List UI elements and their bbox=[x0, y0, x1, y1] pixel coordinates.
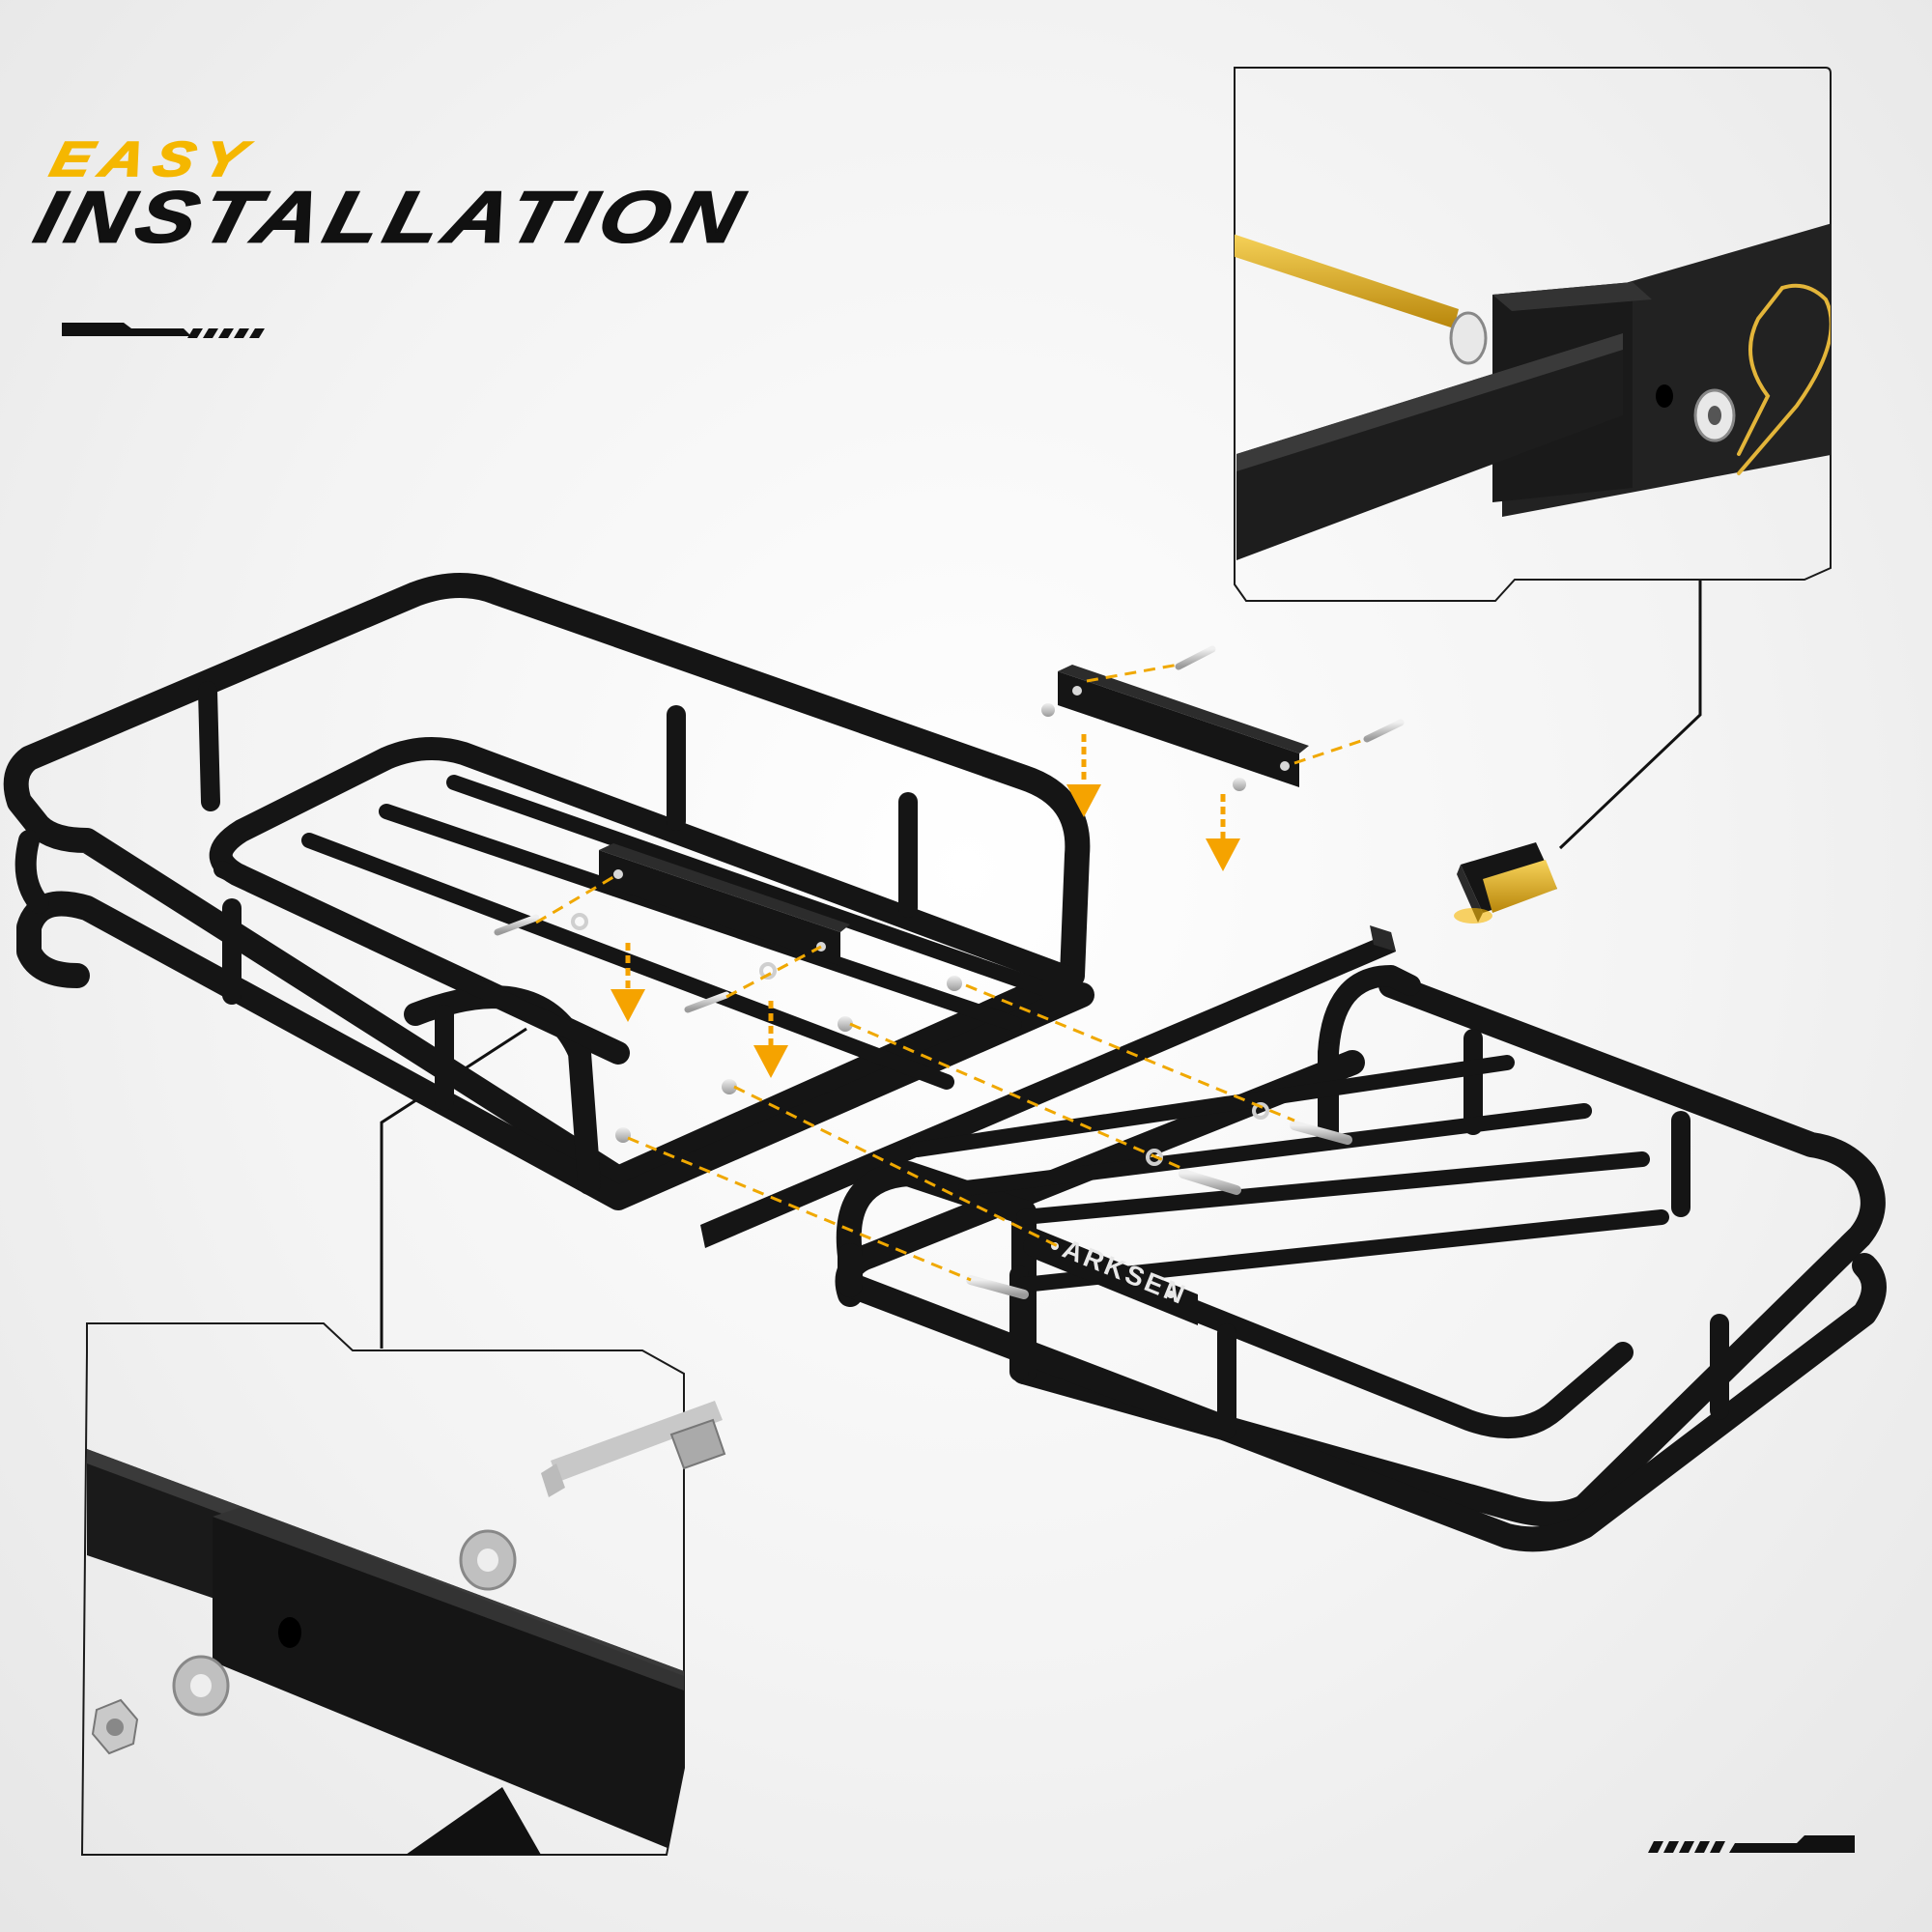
bolt-icon bbox=[1363, 719, 1405, 743]
washer-icon bbox=[1146, 1149, 1163, 1166]
washer-icon bbox=[571, 913, 588, 930]
inset-bolt-assembly bbox=[80, 1322, 726, 1856]
leader-line-bottom bbox=[380, 1027, 527, 1349]
nut-icon bbox=[91, 1698, 139, 1755]
hitch-pin-clip-icon bbox=[1737, 283, 1831, 475]
hitch-pin-icon bbox=[1235, 220, 1459, 328]
nut-icon bbox=[615, 1127, 631, 1143]
small-hardware bbox=[494, 645, 1405, 1299]
deco-bar-top-left bbox=[62, 323, 265, 338]
bolt-icon bbox=[1290, 1121, 1352, 1145]
bolt-icon bbox=[494, 914, 540, 936]
stabilizer-icon bbox=[1454, 842, 1557, 923]
nut-icon bbox=[947, 976, 962, 991]
nut-icon bbox=[1041, 703, 1055, 717]
alignment-guides bbox=[535, 663, 1368, 1282]
bolt-icon bbox=[1179, 1169, 1241, 1195]
leader-line-top bbox=[1558, 580, 1702, 850]
bolt-icon bbox=[1175, 645, 1216, 670]
down-arrow-icon bbox=[1206, 794, 1240, 871]
connector-bracket-lower bbox=[599, 843, 850, 966]
right-basket-half: ARKSEN bbox=[700, 925, 1887, 1552]
down-arrow-icon bbox=[753, 1001, 788, 1078]
bolt-icon bbox=[541, 1401, 726, 1497]
left-basket-half bbox=[3, 573, 1094, 1210]
washer-icon bbox=[1252, 1102, 1269, 1120]
down-arrow-icon bbox=[1066, 734, 1101, 817]
washer-icon bbox=[759, 962, 777, 980]
nut-icon bbox=[1233, 778, 1246, 791]
nut-icon bbox=[838, 1016, 853, 1032]
inset-hitch-connection bbox=[1234, 67, 1832, 602]
down-arrow-icon bbox=[611, 943, 645, 1022]
washer-icon bbox=[172, 1529, 517, 1717]
washer-icon bbox=[1449, 311, 1736, 442]
bolt-icon bbox=[966, 1275, 1029, 1299]
deco-bar-bottom-right bbox=[1648, 1835, 1855, 1853]
bolt-icon bbox=[684, 991, 730, 1013]
nut-icon bbox=[722, 1079, 737, 1094]
connector-bracket-upper bbox=[1058, 665, 1309, 787]
